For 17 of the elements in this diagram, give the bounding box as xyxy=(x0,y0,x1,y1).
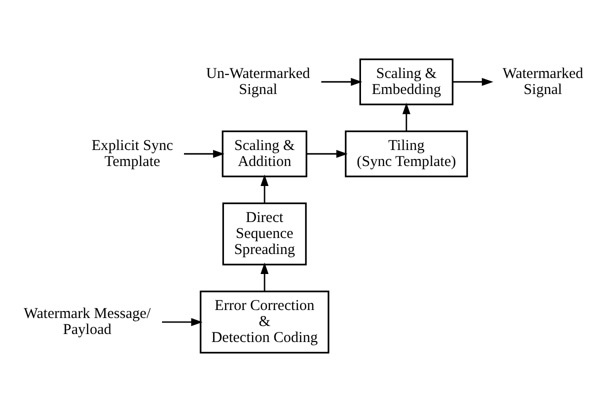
node-box: Tiling (Sync Template) xyxy=(344,130,468,177)
arrow xyxy=(184,149,224,158)
node-text: Watermark Message/ Payload xyxy=(24,305,151,338)
arrow xyxy=(402,102,410,131)
arrow xyxy=(260,174,269,202)
node-box: Direct Sequence Spreading xyxy=(222,202,307,265)
arrow xyxy=(260,262,269,291)
node-box: Scaling & Embedding xyxy=(359,58,454,105)
node-box: Error Correction & Detection Coding xyxy=(200,290,330,353)
arrow xyxy=(162,318,203,326)
node-text: Watermarked Signal xyxy=(502,65,584,98)
node-text: Explicit Sync Template xyxy=(92,137,174,170)
node-box: Scaling & Addition xyxy=(222,130,308,177)
arrow xyxy=(452,77,494,86)
arrow xyxy=(321,77,362,86)
arrow xyxy=(306,149,348,158)
node-text: Un-Watermarked Signal xyxy=(206,65,310,98)
